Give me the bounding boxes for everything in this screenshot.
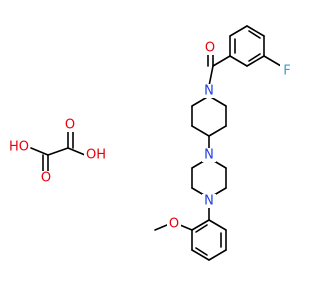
bond (191, 219, 210, 231)
oxalic-hydroxyl-right-label: OH (86, 148, 106, 163)
molecule-canvas: O F N N N O O O HO OH (6, 25, 294, 261)
bond (246, 55, 265, 67)
bond (208, 219, 227, 231)
bond (191, 249, 210, 261)
oxalic-hydroxyl-left-label: HO (9, 140, 29, 155)
bond (208, 65, 214, 87)
structure-diagram: O F N N N O O O HO OH (6, 25, 294, 261)
bond (263, 55, 282, 67)
ketone-oxygen-label: O (205, 41, 215, 56)
bonds (30, 25, 282, 261)
bond (229, 55, 248, 67)
bond (246, 25, 265, 37)
methoxy-oxygen-label: O (169, 217, 179, 232)
piperazine-nitrogen-top-label: N (204, 148, 214, 163)
atom-labels: O F N N N O O O HO OH (6, 41, 294, 232)
oxalic-oxygen-bottom-label: O (41, 171, 51, 186)
piperazine-nitrogen-bottom-label: N (204, 194, 214, 209)
fluorine-label: F (283, 64, 290, 79)
bond (67, 147, 86, 156)
bond (179, 224, 193, 231)
bond (208, 249, 227, 261)
bond (154, 224, 168, 231)
bond (212, 55, 231, 67)
bond (195, 224, 208, 233)
bond (229, 25, 248, 37)
bond (248, 53, 261, 62)
bond (47, 147, 69, 156)
bond (208, 125, 227, 137)
bond (248, 30, 261, 39)
bond (30, 147, 49, 156)
oxalic-oxygen-top-label: O (65, 118, 75, 133)
bond (195, 247, 208, 256)
bond (191, 125, 210, 137)
piperidine-nitrogen-label: N (204, 84, 214, 99)
